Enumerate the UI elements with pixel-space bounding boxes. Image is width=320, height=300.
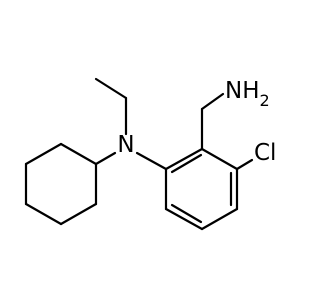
chlorine-label: Cl (254, 140, 276, 166)
bond-ch2-nh2 (200, 92, 225, 111)
bond-cy-4 (24, 202, 63, 226)
chemical-structure-diagram: N NH2 Cl (24, 77, 276, 231)
nitrogen-label: N (117, 132, 134, 158)
nitrogen-bonds (94, 77, 168, 171)
bond-cy-n (94, 151, 117, 166)
amine-label: NH2 (225, 78, 270, 110)
bond-cy-1 (59, 142, 98, 166)
amine-nh-label: NH (225, 78, 260, 104)
bond-ar-cl (235, 158, 254, 171)
bond-ar-2 (200, 147, 239, 171)
bond-cy-3 (59, 202, 98, 226)
bond-cy-6 (24, 142, 63, 166)
bond-ar-1 (164, 147, 204, 171)
benzene-ring (164, 147, 239, 231)
substituent-bonds (200, 92, 254, 171)
bond-n-aryl (135, 151, 168, 171)
amine-subscript-label: 2 (260, 91, 270, 110)
bond-ethyl-methyl (94, 77, 128, 100)
bond-ar-5 (164, 207, 204, 231)
bond-ar-1-inner (170, 153, 203, 174)
bond-ar-4 (200, 207, 239, 231)
bond-ar-5-inner (170, 203, 203, 224)
cyclohexane-ring (24, 142, 98, 226)
